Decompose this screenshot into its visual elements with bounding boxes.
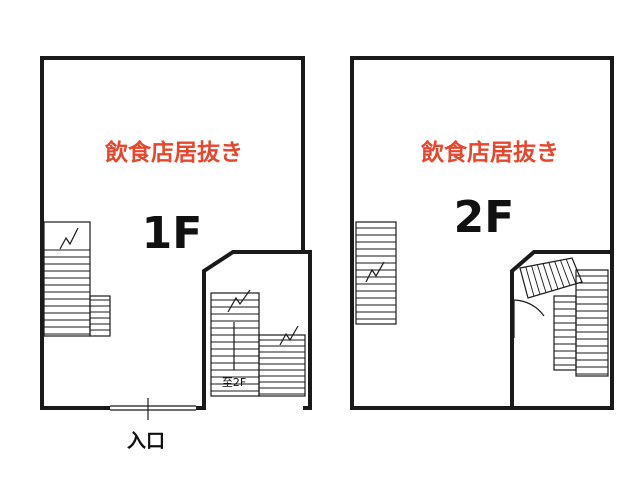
floor-2f-outer-wall: [350, 56, 614, 410]
floor-1f-label: 1F: [142, 208, 203, 259]
stair-tread: [554, 261, 565, 288]
stair-note: 至2F: [222, 376, 246, 389]
floor-1f-left-stair: [43, 221, 111, 337]
floor-1f-room-label: 飲食店居抜き: [104, 139, 243, 166]
floor-2f-label: 2F: [454, 192, 515, 243]
floor-1f-entrance-door: [110, 398, 196, 420]
stair-tread: [536, 264, 547, 293]
floor-1f-stair-bay-wall: [233, 250, 312, 410]
floor-2f: 飲食店居抜き 2F: [350, 56, 614, 410]
stair-tread: [565, 258, 577, 284]
floor-2f-inner-wall: [510, 250, 612, 408]
stair-tread: [542, 263, 553, 292]
entrance-label: 入口: [127, 430, 165, 452]
floor-1f: 飲食店居抜き 1F 至2F: [40, 56, 312, 420]
stair-tread: [531, 265, 541, 295]
floor-1f-outer-wall: [40, 56, 305, 410]
floor-2f-right-stairs: [513, 257, 609, 377]
stair-tread: [548, 262, 559, 290]
floor-2f-left-stair: [355, 221, 397, 325]
stair-tread: [525, 266, 535, 297]
stair-tread: [560, 260, 571, 286]
floor-1f-right-stairs: [210, 289, 306, 397]
floor-2f-room-label: 飲食店居抜き: [420, 139, 559, 166]
